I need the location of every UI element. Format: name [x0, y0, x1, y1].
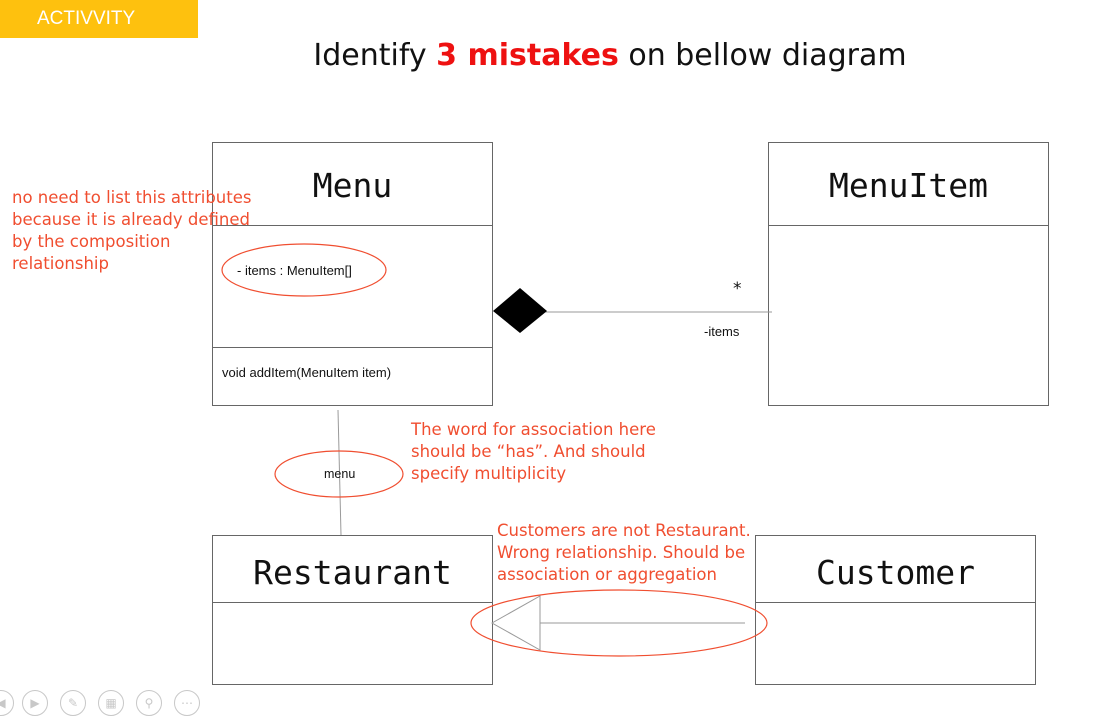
title-highlight: 3 mistakes [436, 38, 619, 73]
menu-attribute-items: - items : MenuItem[] [237, 263, 352, 278]
class-restaurant-name: Restaurant [253, 553, 452, 592]
activity-badge: ACTIVVITY [0, 0, 198, 38]
class-menu-name: Menu [312, 166, 393, 205]
inheritance-note-line: Wrong relationship. Should be [497, 543, 746, 562]
class-menu-name-section: Menu [213, 143, 492, 226]
attribute-note-line: no need to list this attributes [12, 188, 252, 207]
association-note-line: specify multiplicity [411, 464, 567, 483]
zoom-icon[interactable]: ⚲ [136, 690, 162, 716]
attribute-note: no need to list this attributes because … [12, 187, 251, 275]
inheritance-note-line: association or aggregation [497, 565, 717, 584]
attribute-note-line: relationship [12, 254, 109, 273]
composition-multiplicity: * [733, 279, 742, 299]
association-highlight-ellipse [274, 450, 404, 498]
class-customer-name-section: Customer [756, 536, 1035, 603]
title-suffix: on bellow diagram [618, 38, 907, 73]
class-menuitem-name: MenuItem [829, 166, 988, 205]
class-menu-attributes: - items : MenuItem[] [213, 226, 492, 348]
play-icon[interactable]: ▶ [22, 690, 48, 716]
class-customer-name: Customer [816, 553, 975, 592]
generalization-highlight-ellipse [470, 589, 768, 657]
association-line [337, 409, 342, 536]
slide-title: Identify 3 mistakes on bellow diagram [0, 38, 1106, 73]
attribute-note-line: because it is already defined [12, 210, 250, 229]
inheritance-note: Customers are not Restaurant. Wrong rela… [497, 520, 751, 586]
class-menuitem: MenuItem [768, 142, 1049, 406]
composition-diamond [493, 288, 547, 333]
class-restaurant: Restaurant [212, 535, 493, 685]
class-restaurant-name-section: Restaurant [213, 536, 492, 603]
association-note: The word for association here should be … [411, 419, 656, 485]
title-prefix: Identify [313, 38, 437, 73]
inheritance-note-line: Customers are not Restaurant. [497, 521, 751, 540]
class-customer: Customer [755, 535, 1036, 685]
more-icon[interactable]: ⋯ [174, 690, 200, 716]
attribute-note-line: by the composition [12, 232, 171, 251]
class-menuitem-name-section: MenuItem [769, 143, 1048, 226]
attribute-highlight-ellipse [221, 243, 387, 297]
menu-method-additem: void addItem(MenuItem item) [222, 365, 392, 380]
generalization-arrowhead [490, 595, 541, 651]
composition-role: -items [704, 324, 740, 339]
association-note-line: should be “has”. And should [411, 442, 646, 461]
pen-icon[interactable]: ✎ [60, 690, 86, 716]
class-menu: Menu - items : MenuItem[] void addItem(M… [212, 142, 493, 406]
association-role: menu [324, 467, 356, 481]
association-note-line: The word for association here [411, 420, 656, 439]
slides-icon[interactable]: ▦ [98, 690, 124, 716]
